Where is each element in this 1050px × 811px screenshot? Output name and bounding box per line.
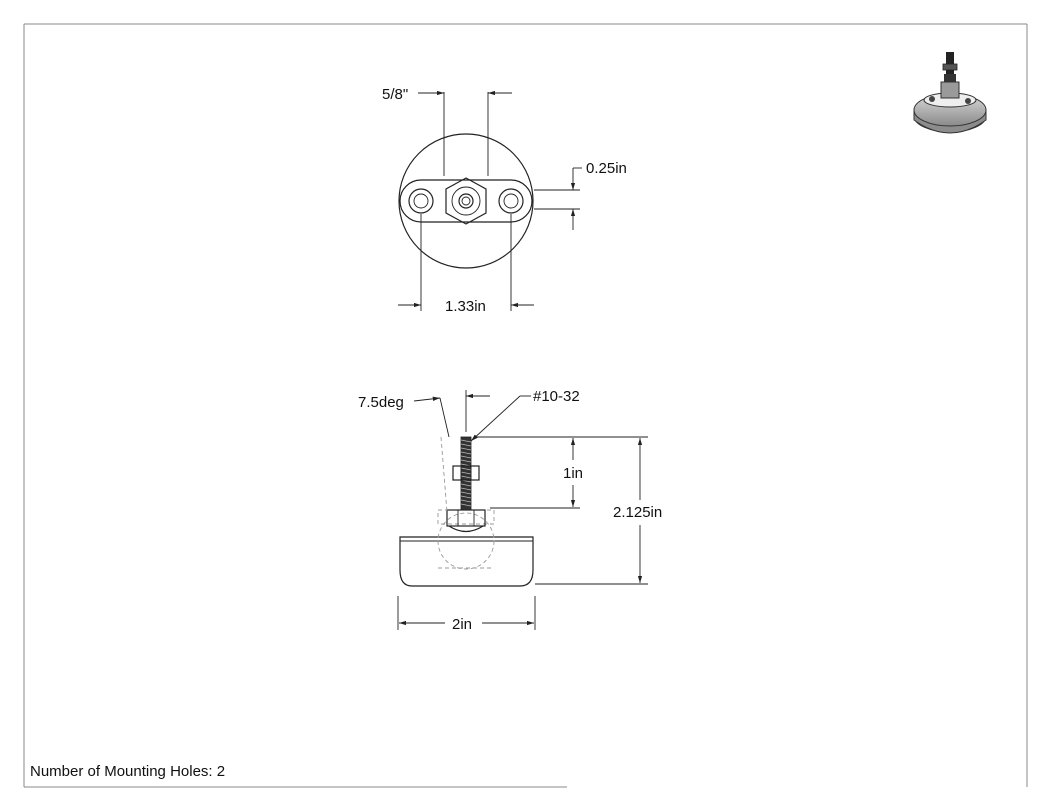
tilt-phantom <box>440 436 448 513</box>
leader-thread: #10-32 <box>470 388 580 442</box>
label-overall-height: 2.125in <box>613 504 662 521</box>
thread-mark <box>460 471 472 475</box>
isometric-preview <box>913 52 987 134</box>
thread-mark <box>460 483 472 487</box>
thread-mark <box>460 499 472 503</box>
base-circle <box>398 133 534 269</box>
dim-overall-height: 2.125in <box>535 436 662 585</box>
thread-mark <box>460 467 472 471</box>
thread-mark <box>460 451 472 455</box>
thread-mark <box>460 447 472 451</box>
thread-mark <box>460 503 472 507</box>
label-hole-spacing: 1.33in <box>445 298 486 315</box>
thread-mark <box>460 439 472 443</box>
dim-base-diameter: 2in <box>397 596 536 633</box>
label-thread: #10-32 <box>533 388 580 405</box>
jam-nut <box>452 465 480 481</box>
hex-nut <box>445 177 487 225</box>
dim-nut-width: 5/8" <box>382 86 512 176</box>
dim-hole-spacing: 1.33in <box>398 214 534 315</box>
label-base-diameter: 2in <box>452 616 472 633</box>
thread-mark <box>460 495 472 499</box>
thread-mark <box>460 443 472 447</box>
mounting-hole-left <box>408 188 434 214</box>
mounting-hole-right <box>498 188 524 214</box>
label-stud-length: 1in <box>563 465 583 482</box>
threaded-stud <box>460 436 472 511</box>
label-nut-width: 5/8" <box>382 86 408 103</box>
mounting-plate <box>399 179 533 223</box>
side-view <box>399 436 534 587</box>
thread-mark <box>460 475 472 479</box>
thread-mark <box>460 455 472 459</box>
dim-swivel-angle: 7.5deg <box>358 390 490 438</box>
dim-slot-width: 0.25in <box>534 160 627 230</box>
thread-mark <box>460 491 472 495</box>
top-view <box>398 133 534 269</box>
flange-plate <box>437 509 495 525</box>
hidden-ball <box>437 512 495 570</box>
stud-end <box>458 193 474 209</box>
sheet-border <box>23 23 1028 788</box>
mounting-holes-note: Number of Mounting Holes: 2 <box>30 763 225 780</box>
thread-mark <box>460 459 472 463</box>
dim-stud-length: 1in <box>476 436 583 509</box>
base-body <box>399 536 534 587</box>
label-slot-width: 0.25in <box>586 160 627 177</box>
label-swivel-angle: 7.5deg <box>358 394 404 411</box>
thread-mark <box>460 487 472 491</box>
